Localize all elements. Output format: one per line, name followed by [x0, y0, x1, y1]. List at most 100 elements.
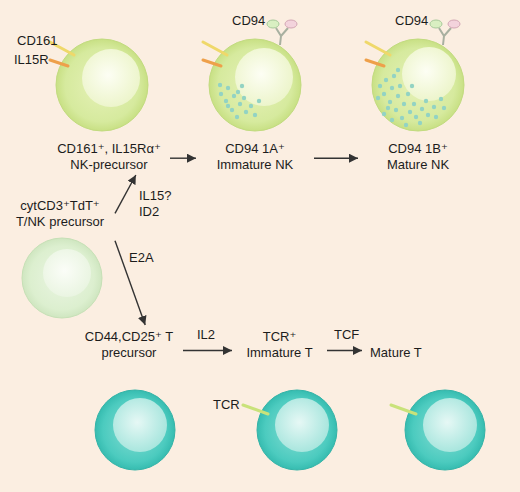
signal-label: IL15? ID2 — [139, 188, 175, 220]
cell-body — [22, 238, 102, 318]
marker-label: CD94 — [232, 13, 265, 29]
cell-node: cytCD3⁺TdT⁺ T/NK precursor — [5, 196, 115, 320]
granule — [420, 107, 424, 111]
granule — [235, 115, 239, 119]
cd94-head — [267, 20, 279, 28]
cell-node: TCR⁺ Immature T — [232, 325, 327, 475]
cd161-stick — [203, 42, 227, 55]
cell-label: TCR⁺ Immature T — [240, 329, 320, 361]
cell-nucleus — [402, 47, 456, 101]
marker-label: CD94 — [395, 13, 428, 29]
cd94-receptor — [439, 28, 451, 45]
cell-label: Mature T — [370, 345, 480, 361]
granule — [382, 92, 386, 96]
cell-node: CD161⁺, IL15Rα⁺ NK-precursor — [48, 35, 170, 175]
cell-label: CD94 1A⁺ Immature NK — [205, 141, 305, 173]
cell-body — [372, 39, 464, 131]
lineage-arrow — [314, 157, 358, 158]
granule — [442, 106, 446, 110]
granule — [402, 102, 406, 106]
signal-label: E2A — [129, 250, 169, 266]
granule — [398, 84, 402, 88]
granule — [434, 115, 438, 119]
lineage-arrow — [115, 241, 145, 325]
cd94-receptor — [276, 28, 288, 45]
granule — [406, 92, 410, 96]
granule — [236, 90, 240, 94]
granule — [240, 84, 244, 88]
tcr-stick — [391, 405, 416, 414]
granule — [439, 97, 443, 101]
granule — [384, 78, 388, 82]
granule — [412, 102, 416, 106]
granule — [218, 83, 222, 87]
il15r-stick — [50, 60, 68, 66]
granule — [424, 99, 428, 103]
il15r-stick — [203, 60, 221, 66]
lineage-arrow — [115, 175, 136, 213]
granule — [400, 116, 404, 120]
cell-nucleus — [423, 398, 477, 452]
granule — [426, 113, 430, 117]
cell-node: Mature T — [362, 325, 490, 475]
granule — [392, 74, 396, 78]
granule — [224, 99, 228, 103]
granule — [376, 96, 380, 100]
cell-node: CD44,CD25⁺ T precursor — [75, 325, 183, 475]
granule — [408, 110, 412, 114]
granule — [388, 100, 392, 104]
granule — [249, 104, 253, 108]
cd94-head — [285, 20, 297, 28]
granule — [242, 96, 246, 100]
cell-label: cytCD3⁺TdT⁺ T/NK precursor — [10, 198, 110, 230]
granule — [230, 108, 234, 112]
granule — [378, 84, 382, 88]
granule — [257, 99, 261, 103]
granule — [238, 102, 242, 106]
cd94-head — [448, 20, 460, 28]
cell-node: CD94 1A⁺ Immature NK — [196, 35, 314, 175]
granule — [253, 113, 257, 117]
granule — [404, 123, 408, 127]
granule — [396, 94, 400, 98]
lineage-arrow — [170, 157, 196, 158]
granule — [382, 112, 386, 116]
granule — [432, 105, 436, 109]
cell-body — [56, 39, 148, 131]
cell-body — [209, 39, 301, 131]
cd161-stick — [50, 42, 74, 55]
signal-label: TCF — [334, 327, 374, 343]
cell-nucleus — [235, 48, 293, 106]
cell-nucleus — [275, 398, 329, 452]
cell-body — [257, 390, 337, 470]
cell-nucleus — [43, 249, 91, 297]
granule — [396, 68, 400, 72]
cell-body — [405, 390, 485, 470]
tcr-stick — [243, 405, 268, 414]
cell-nucleus — [113, 398, 167, 452]
cell-nucleus — [82, 49, 140, 107]
granule — [410, 84, 414, 88]
granule — [394, 108, 398, 112]
granule — [390, 86, 394, 90]
granule — [226, 104, 230, 108]
lineage-arrow — [327, 350, 362, 351]
cell-label: CD44,CD25⁺ T precursor — [79, 329, 179, 361]
marker-label: TCR — [213, 397, 240, 413]
cell-node: CD94 1B⁺ Mature NK — [358, 35, 478, 175]
cell-body — [95, 390, 175, 470]
cell-label: CD161⁺, IL15Rα⁺ NK-precursor — [50, 141, 168, 173]
marker-label: IL15R — [14, 52, 49, 68]
cd161-stick — [366, 42, 390, 55]
granule — [219, 92, 223, 96]
granule — [386, 106, 390, 110]
il15r-stick — [366, 60, 384, 66]
marker-label: CD161 — [17, 33, 57, 49]
granule — [244, 110, 248, 114]
lineage-arrow — [183, 350, 232, 351]
granule — [232, 94, 236, 98]
granule — [390, 118, 394, 122]
signal-label: IL2 — [197, 327, 237, 343]
granule — [226, 86, 230, 90]
cell-label: CD94 1B⁺ Mature NK — [368, 141, 468, 173]
